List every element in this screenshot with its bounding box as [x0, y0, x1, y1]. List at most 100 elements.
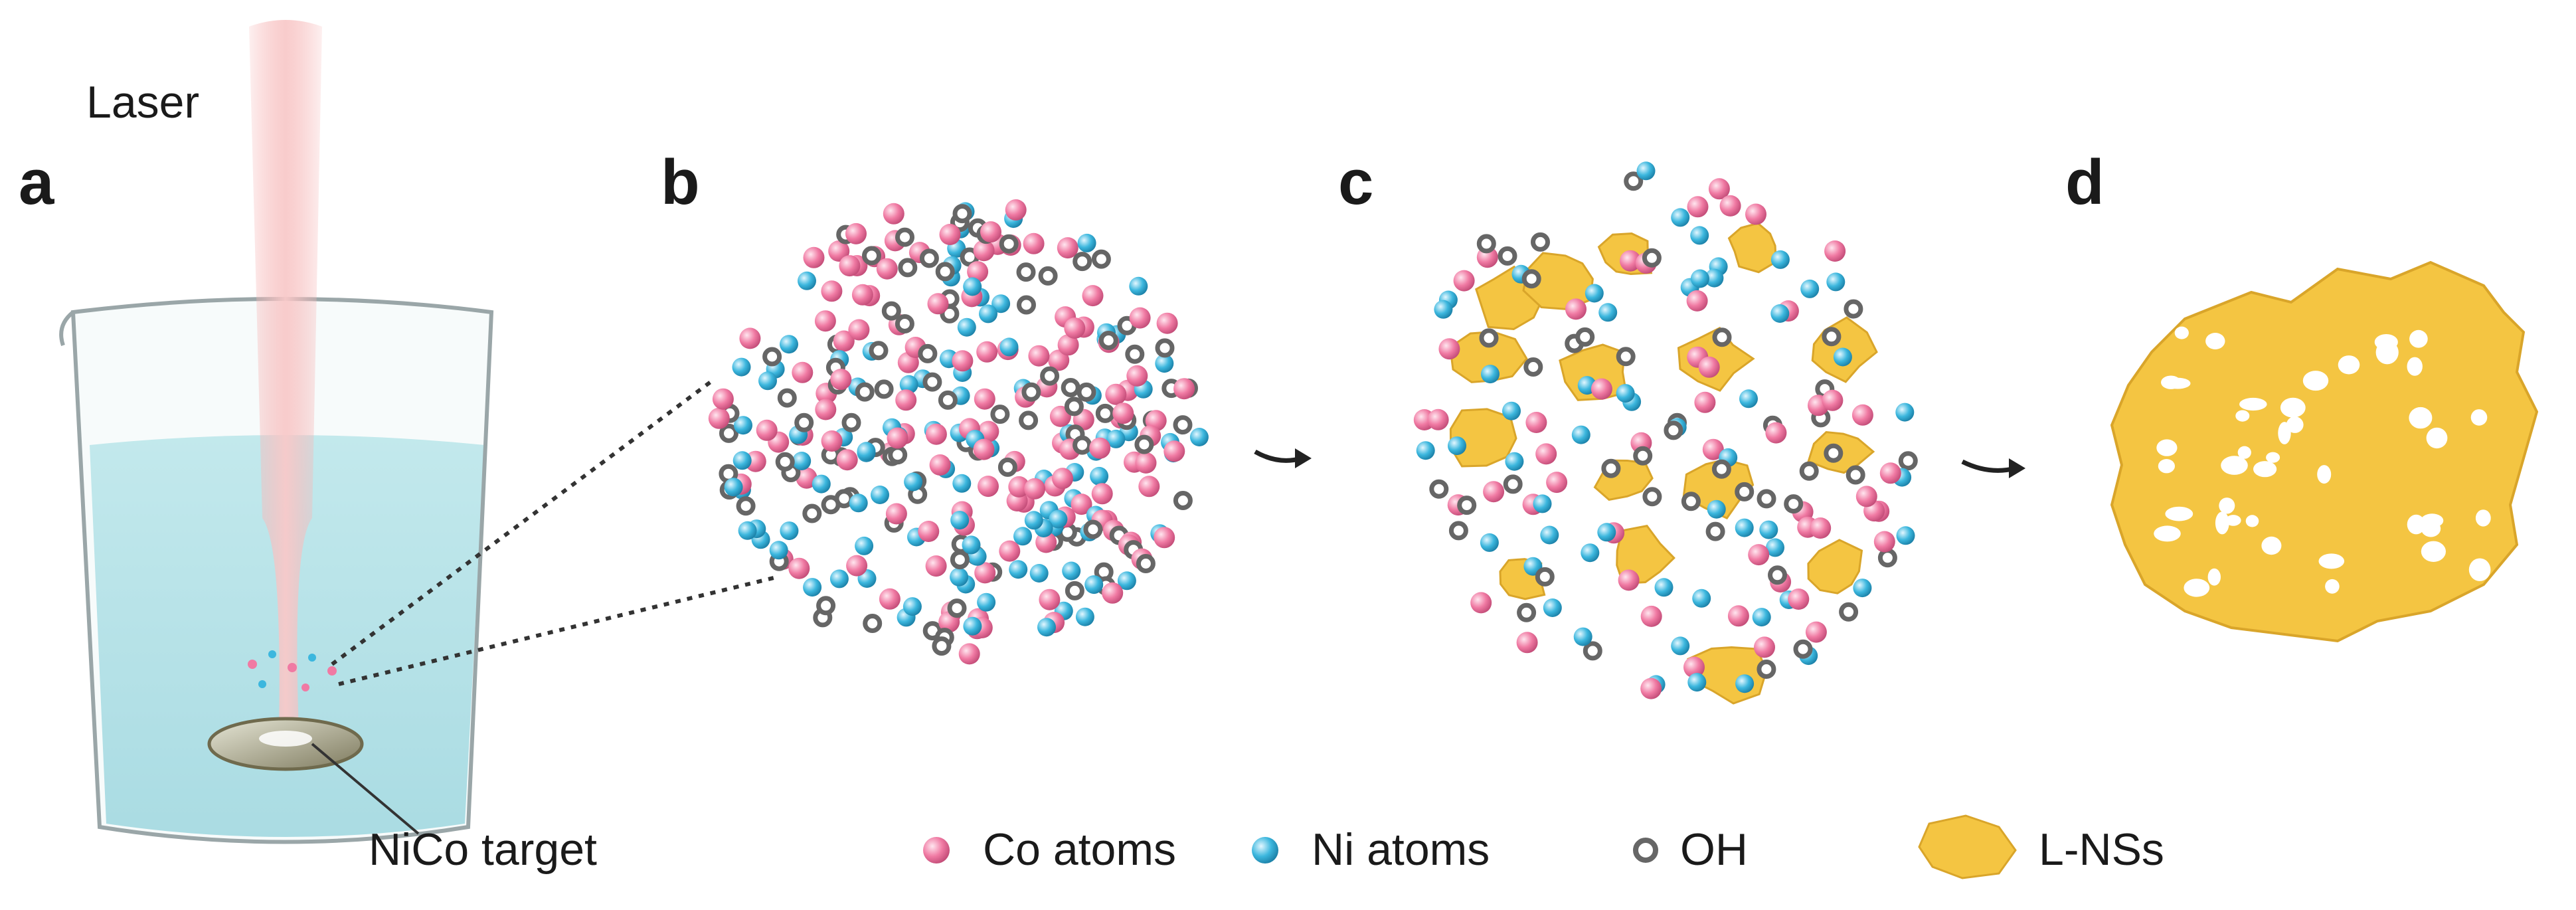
co-atom [1620, 250, 1641, 272]
ni-atom [1833, 347, 1852, 367]
oh-group [1134, 434, 1154, 454]
ni-atom [1636, 161, 1656, 181]
pore [2286, 416, 2304, 433]
ni-atom [871, 486, 889, 504]
oh-group [1633, 446, 1653, 466]
oh-group [1575, 327, 1595, 347]
oh-group [1521, 269, 1541, 289]
co-atom [814, 310, 836, 332]
ni-atom [849, 494, 868, 513]
co-atom [1105, 383, 1127, 405]
co-atom [1052, 468, 1073, 490]
pore [2374, 334, 2398, 350]
oh-group [1624, 171, 1644, 191]
co-atom [973, 240, 995, 262]
oh-group [1125, 344, 1145, 364]
ni-atom [1692, 589, 1711, 608]
nico-target-label: NiCo target [369, 824, 597, 875]
co-atom [1873, 531, 1895, 553]
ni-atom [1009, 560, 1028, 579]
pore [2468, 558, 2491, 581]
laser-label: Laser [86, 77, 200, 128]
co-atom [821, 280, 843, 302]
co-atom [876, 258, 898, 280]
co-atom [1855, 486, 1877, 507]
pore [2407, 357, 2423, 376]
oh-group [990, 405, 1010, 424]
oh-group [816, 596, 836, 616]
ni-atom [1895, 403, 1915, 422]
co-atom [851, 284, 873, 306]
ni-atom [1117, 571, 1136, 591]
co-atom [1163, 440, 1185, 462]
pore [2165, 506, 2193, 521]
oh-group [1098, 331, 1118, 350]
ni-atom [1752, 608, 1771, 627]
oh-group [1155, 338, 1175, 358]
co-atom [756, 419, 778, 441]
oh-group [762, 347, 782, 367]
co-atom [828, 240, 850, 262]
oh-group [1711, 459, 1731, 479]
co-atom [1156, 312, 1178, 334]
oh-group [1846, 465, 1865, 485]
co-atom [980, 221, 1001, 243]
oh-group [1095, 403, 1115, 423]
oh-group [952, 204, 972, 224]
oh-group [1021, 382, 1041, 402]
co-atom [821, 430, 843, 452]
co-atom [1438, 338, 1460, 360]
ni-atom [803, 578, 822, 597]
co-atom [1008, 476, 1030, 498]
co-atom [815, 399, 837, 420]
oh-group [1642, 248, 1662, 268]
co-atom [792, 361, 814, 383]
oh-group [1681, 492, 1701, 511]
co-atom [976, 341, 998, 363]
oh-group [895, 227, 914, 247]
oh-group [1822, 327, 1842, 347]
ni-atom [1770, 250, 1790, 269]
oh-group [821, 495, 841, 515]
oh-group [802, 503, 822, 523]
ni-atom [1416, 441, 1435, 460]
co-atom [1590, 378, 1612, 400]
ni-atom [1598, 303, 1618, 322]
co-atom [1453, 270, 1475, 292]
gray-ring-icon [1633, 838, 1658, 863]
ni-atom [780, 521, 799, 541]
oh-group [932, 636, 952, 656]
co-atom [883, 203, 904, 225]
oh-group [736, 496, 756, 516]
ni-atom [829, 569, 849, 589]
ni-atom [1090, 466, 1109, 486]
panel-b-atoms [708, 199, 1209, 665]
oh-group [1583, 641, 1602, 661]
pore [2158, 459, 2175, 474]
co-atom [1824, 240, 1846, 262]
ni-atom [758, 371, 777, 391]
panel-a-beaker [59, 20, 494, 844]
oh-group [881, 301, 901, 321]
ni-atom [962, 535, 981, 555]
ni-atom [977, 592, 996, 612]
co-atom [1091, 483, 1113, 505]
oh-group [1839, 602, 1859, 622]
ni-atom [904, 472, 923, 492]
pore [2245, 515, 2259, 527]
co-atom [1708, 178, 1730, 200]
oh-group [1898, 451, 1918, 471]
oh-group [1173, 415, 1193, 435]
ni-atom [855, 536, 874, 555]
panel-letter-d: d [2065, 147, 2104, 218]
oh-group [1793, 639, 1813, 659]
co-atom [739, 327, 761, 349]
ni-atom [1480, 533, 1499, 552]
co-atom [1057, 334, 1079, 356]
co-atom [939, 224, 961, 245]
oh-group [918, 343, 938, 363]
ni-atom [1077, 233, 1096, 252]
co-atom [1135, 452, 1157, 474]
ni-atom [963, 616, 982, 636]
